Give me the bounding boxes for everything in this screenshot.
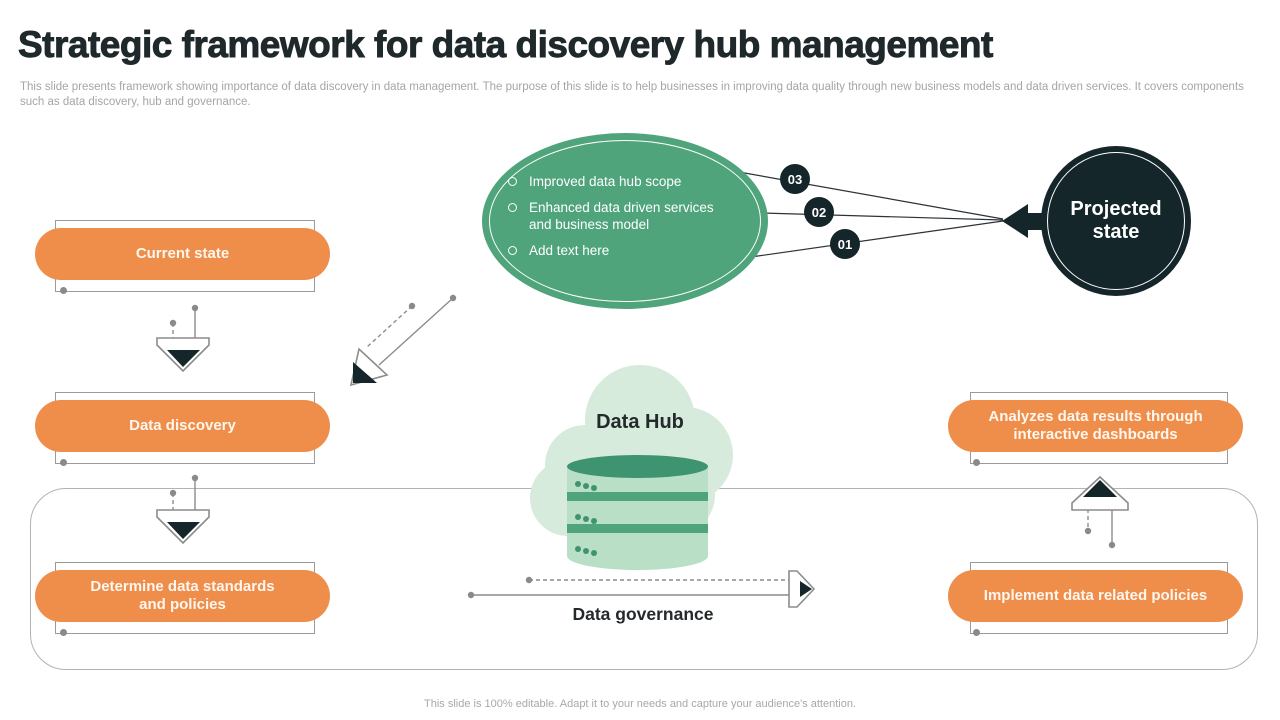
slide-title[interactable]: Strategic framework for data discovery h… [18,24,994,66]
slide-description[interactable]: This slide presents framework showing im… [20,81,1244,108]
projection-connector-lines [738,171,1004,259]
benefits-list: Improved data hub scope Enhanced data dr… [506,173,741,268]
analyzes-results-group: Analyzes data results through interactiv… [948,392,1243,472]
outline-dot [60,629,67,636]
determine-standards-box[interactable]: Determine data standards and policies [35,570,330,622]
diagonal-arrow [349,294,457,387]
projected-state-label: Projected state [1070,198,1162,243]
benefit-item[interactable]: Improved data hub scope [506,173,737,190]
outline-dot [60,287,67,294]
analyzes-results-label: Analyzes data results through interactiv… [988,408,1203,443]
determine-standards-group: Determine data standards and policies [35,562,330,642]
badge-03[interactable]: 03 [780,164,810,194]
benefit-item[interactable]: Enhanced data driven services and busine… [506,199,737,233]
analyzes-results-box[interactable]: Analyzes data results through interactiv… [948,400,1243,452]
outline-dot [973,459,980,466]
implement-policies-label: Implement data related policies [983,587,1208,604]
outline-dot [973,629,980,636]
implement-policies-box[interactable]: Implement data related policies [948,570,1243,622]
badge-02[interactable]: 02 [804,197,834,227]
badge-01[interactable]: 01 [830,229,860,259]
implement-policies-group: Implement data related policies [948,562,1243,642]
determine-standards-label: Determine data standards and policies [90,578,275,613]
benefits-ellipse[interactable]: Improved data hub scope Enhanced data dr… [482,133,768,309]
benefit-item-add-text[interactable]: Add text here [506,242,737,259]
data-discovery-label: Data discovery [129,417,236,434]
current-state-label: Current state [135,245,230,262]
database-cylinder-band [567,524,708,533]
down-arrow-1 [156,304,210,373]
data-hub-label[interactable]: Data Hub [596,411,684,433]
outline-dot [60,459,67,466]
projected-state-circle[interactable]: Projected state [1041,146,1191,296]
current-state-box[interactable]: Current state [35,228,330,280]
data-discovery-group: Data discovery [35,392,330,472]
data-discovery-box[interactable]: Data discovery [35,400,330,452]
database-cylinder-top [567,455,708,478]
slide-footer-note: This slide is 100% editable. Adapt it to… [424,698,856,710]
current-state-group: Current state [35,220,330,300]
database-cylinder-band [567,492,708,501]
data-governance-label[interactable]: Data governance [572,604,714,624]
database-cylinder-body [567,466,708,570]
